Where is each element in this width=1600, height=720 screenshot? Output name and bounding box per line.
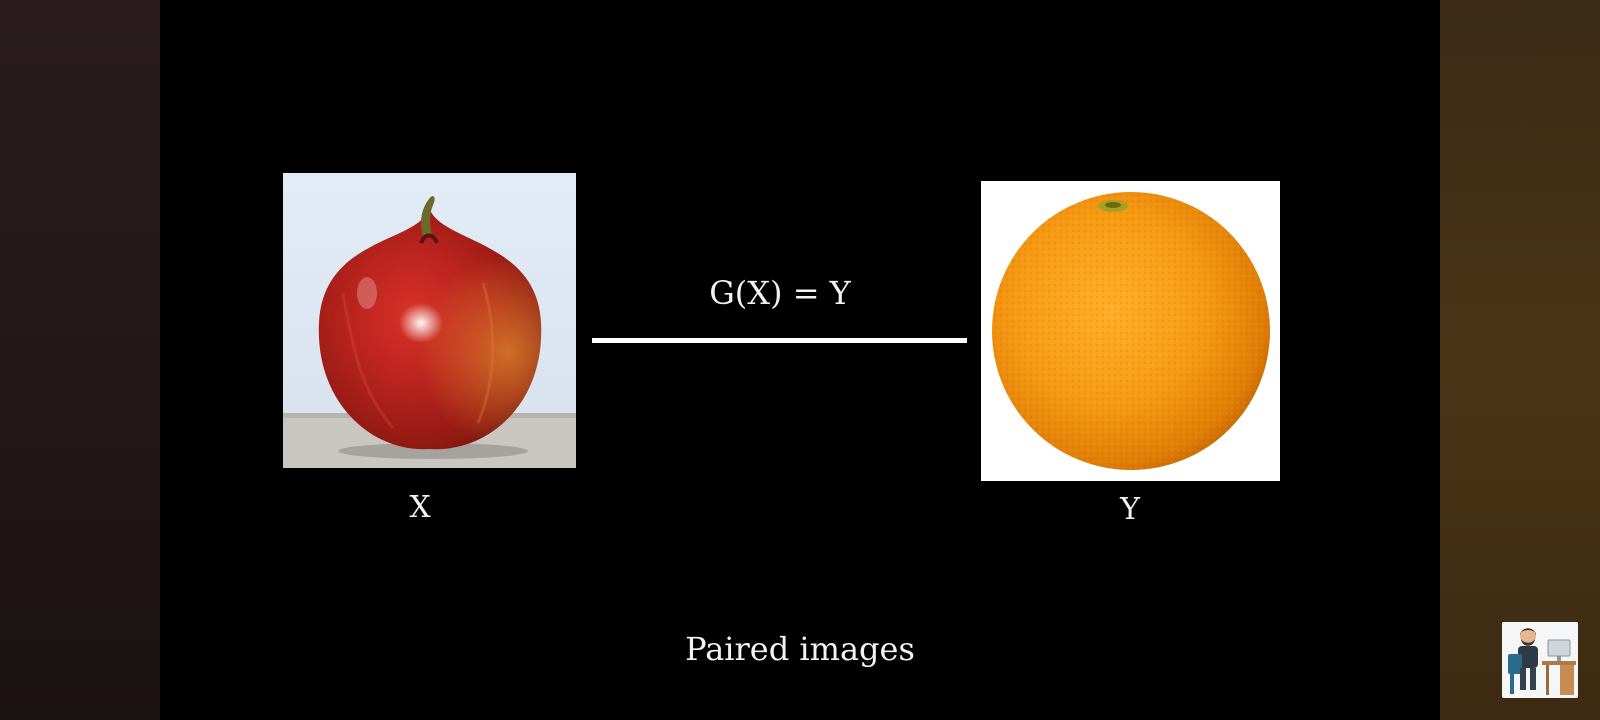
presentation-slide: X G(X) = Y	[160, 0, 1440, 720]
mapping-line	[592, 338, 967, 343]
orange-illustration	[981, 181, 1280, 481]
avatar-illustration	[1502, 622, 1578, 698]
input-label-x: X	[409, 490, 431, 525]
presenter-at-desk-icon[interactable]	[1502, 622, 1578, 698]
mapping-equation: G(X) = Y	[709, 274, 851, 312]
right-blurred-margin	[1440, 0, 1600, 720]
slide-caption: Paired images	[685, 630, 915, 668]
apple-illustration	[283, 173, 576, 468]
output-label-y: Y	[1120, 492, 1140, 527]
orange-image	[981, 181, 1280, 481]
apple-image	[283, 173, 576, 468]
left-blurred-margin	[0, 0, 160, 720]
